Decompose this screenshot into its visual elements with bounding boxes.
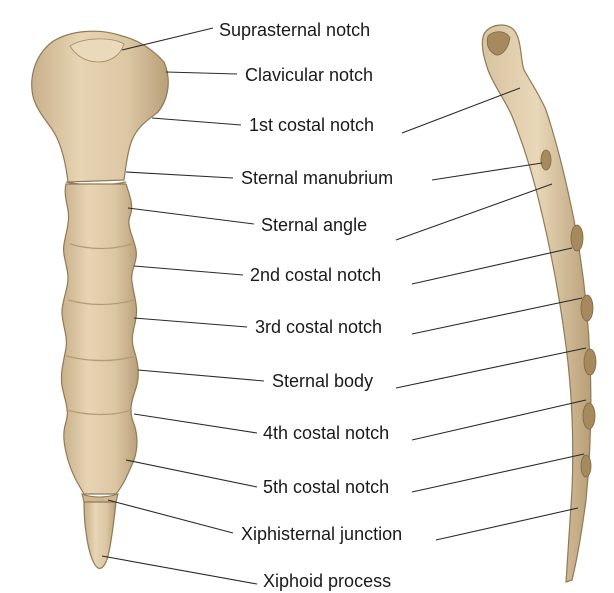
leader-xiphisternal-junction xyxy=(108,500,233,533)
leader-second-costal-notch-lateral xyxy=(412,248,572,284)
leader-clavicular-notch xyxy=(166,72,237,74)
xiphoid-process-shape xyxy=(84,502,116,568)
leader-fifth-costal-notch xyxy=(126,460,257,487)
label-clavicular-notch: Clavicular notch xyxy=(245,65,373,85)
leader-xiphisternal-junction-lateral xyxy=(436,508,578,540)
label-first-costal-notch: 1st costal notch xyxy=(249,115,374,135)
label-xiphoid-process: Xiphoid process xyxy=(263,571,391,591)
leader-sternal-body-lateral xyxy=(396,348,586,388)
label-sternal-manubrium: Sternal manubrium xyxy=(241,168,393,188)
label-fifth-costal-notch: 5th costal notch xyxy=(263,477,389,497)
leader-fourth-costal-notch xyxy=(134,414,257,433)
leader-fifth-costal-notch-lateral xyxy=(412,454,584,492)
leader-sternal-manubrium xyxy=(126,172,233,178)
label-xiphisternal-junction: Xiphisternal junction xyxy=(241,524,402,544)
leader-third-costal-notch-lateral xyxy=(412,298,582,334)
label-second-costal-notch: 2nd costal notch xyxy=(250,265,381,285)
lateral-notch-2 xyxy=(571,225,583,251)
leader-first-costal-notch xyxy=(152,118,241,125)
label-sternal-angle: Sternal angle xyxy=(261,215,367,235)
sternum-lateral-view xyxy=(482,25,596,582)
lateral-sternum-shape xyxy=(482,25,590,582)
lateral-notch-4 xyxy=(584,349,596,375)
lateral-notch-6 xyxy=(581,455,591,477)
lateral-notch-1 xyxy=(541,150,551,170)
leader-fourth-costal-notch-lateral xyxy=(412,400,586,440)
sternal-body-shape xyxy=(61,184,138,494)
leader-second-costal-notch xyxy=(134,266,243,275)
leader-sternal-manubrium-lateral xyxy=(432,163,542,180)
sternum-anterior-view xyxy=(32,31,169,568)
label-sternal-body: Sternal body xyxy=(272,371,373,391)
leader-first-costal-notch-lateral xyxy=(402,88,520,133)
leader-xiphoid-process xyxy=(102,556,257,584)
labels: Suprasternal notch Clavicular notch 1st … xyxy=(219,20,402,591)
leader-sternal-angle xyxy=(128,208,254,224)
label-third-costal-notch: 3rd costal notch xyxy=(255,317,382,337)
lateral-notch-3 xyxy=(581,295,593,321)
leader-sternal-angle-lateral xyxy=(396,184,552,240)
leader-sternal-body xyxy=(138,370,264,381)
label-fourth-costal-notch: 4th costal notch xyxy=(263,423,389,443)
leader-third-costal-notch xyxy=(134,318,247,327)
leader-suprasternal-notch xyxy=(122,28,213,50)
label-suprasternal-notch: Suprasternal notch xyxy=(219,20,370,40)
lateral-notch-5 xyxy=(583,403,595,429)
